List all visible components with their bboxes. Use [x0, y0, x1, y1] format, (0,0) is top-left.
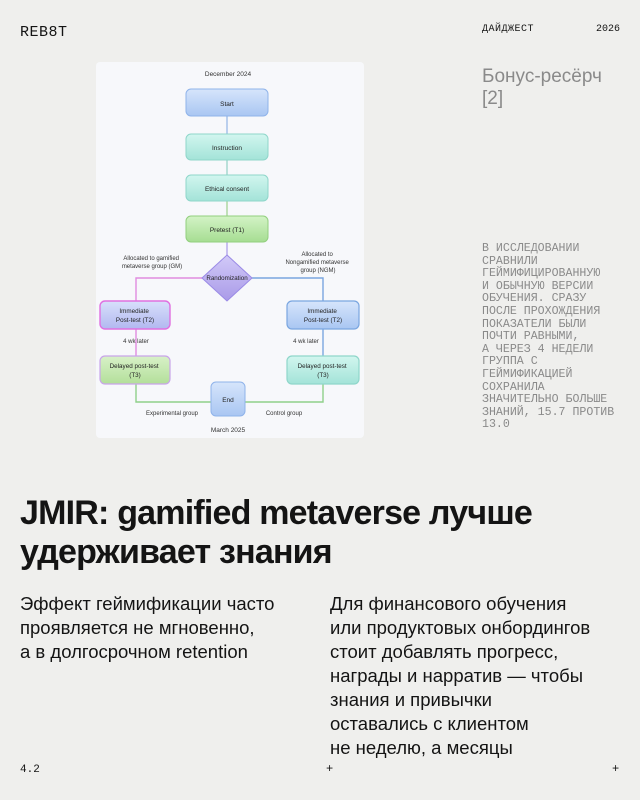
flow-step-instruction: Instruction	[185, 133, 269, 161]
flow-left-allocation-line-2: metaverse group (GM)	[122, 264, 182, 270]
flow-left-interval: 4 wk later	[123, 339, 149, 345]
flow-right-interval: 4 wk later	[293, 339, 319, 345]
svg-text:Delayed post-test (T3): Delayed post-test (T3)	[298, 363, 349, 379]
flow-left-allocation-line-1: Allocated to gamified	[123, 256, 179, 262]
brand-logo: REB8T	[20, 24, 68, 41]
flow-right-delayed: Delayed post-test (T3)	[286, 355, 360, 385]
flow-step-start-label: Start	[220, 101, 234, 108]
flow-bottom-date: March 2025	[211, 427, 246, 434]
flow-connectors	[135, 116, 324, 403]
flow-step-end-label: End	[222, 397, 234, 404]
flow-right-allocation-line-1: Allocated to	[301, 252, 333, 258]
flow-step-end: End	[210, 381, 246, 417]
side-note: В исследовании сравнили геймифицированну…	[482, 242, 615, 432]
flow-right-post-test-line-2: Post-test (T2)	[304, 317, 342, 324]
flow-left-delayed-line-2: (T3)	[129, 372, 141, 379]
flow-step-start: Start	[185, 88, 269, 117]
flow-step-pretest: Pretest (T1)	[185, 215, 269, 243]
headline: JMIR: gamified metaverse лучше удерживае…	[20, 494, 533, 571]
flow-right-delayed-line-2: (T3)	[317, 372, 329, 379]
flow-right-delayed-line-1: Delayed post-test	[298, 363, 347, 370]
flow-right-group: Control group	[266, 411, 303, 417]
flow-left-post-test: Immediate Post-test (T2)	[99, 300, 171, 330]
flow-right-allocation: Allocated to Nongamified metaverse group…	[285, 252, 350, 274]
flow-step-instruction-label: Instruction	[212, 145, 242, 152]
flow-left-delayed-line-1: Delayed post-test	[110, 363, 159, 370]
flow-step-consent: Ethical consent	[185, 174, 269, 202]
year-label: 2026	[596, 24, 621, 35]
page-number: 4.2	[20, 764, 40, 776]
plus-mark-right: +	[612, 762, 620, 776]
svg-text:Delayed post-test (T3): Delayed post-test (T3)	[110, 363, 161, 379]
flow-step-randomization-label: Randomization	[206, 275, 248, 282]
flow-left-post-test-line-2: Post-test (T2)	[116, 317, 154, 324]
flow-right-post-test: Immediate Post-test (T2)	[286, 300, 360, 330]
flow-left-post-test-line-1: Immediate	[119, 308, 149, 315]
kicker-title: Бонус-ресёрч [2]	[482, 66, 602, 109]
flowchart-svg: December 2024 Start Instruction Ethical …	[99, 71, 360, 434]
body-left-column: Эффект геймификации часто проявляется не…	[20, 593, 275, 662]
flow-left-delayed: Delayed post-test (T3)	[99, 355, 171, 385]
flow-step-consent-label: Ethical consent	[205, 186, 249, 193]
flow-right-post-test-line-1: Immediate	[307, 308, 337, 315]
flow-step-pretest-label: Pretest (T1)	[210, 227, 244, 234]
svg-text:Immediate Post-test (T: Immediate Post-test (T2)	[304, 308, 342, 324]
flow-top-date: December 2024	[205, 71, 252, 78]
section-label: ДАЙДЖЕСТ	[482, 24, 535, 35]
flow-left-group: Experimental group	[146, 411, 199, 417]
flow-left-allocation: Allocated to gamified metaverse group (G…	[122, 256, 182, 270]
flow-step-randomization: Randomization	[201, 254, 253, 302]
flow-right-allocation-line-3: group (NGM)	[300, 268, 335, 274]
body-right-column: Для финансового обучения или продуктовых…	[330, 593, 591, 758]
svg-text:Immediate Post-test (T: Immediate Post-test (T2)	[116, 308, 154, 324]
flow-right-allocation-line-2: Nongamified metaverse	[285, 260, 349, 266]
plus-mark-center: +	[326, 762, 334, 776]
flowchart-figure: December 2024 Start Instruction Ethical …	[96, 62, 364, 438]
